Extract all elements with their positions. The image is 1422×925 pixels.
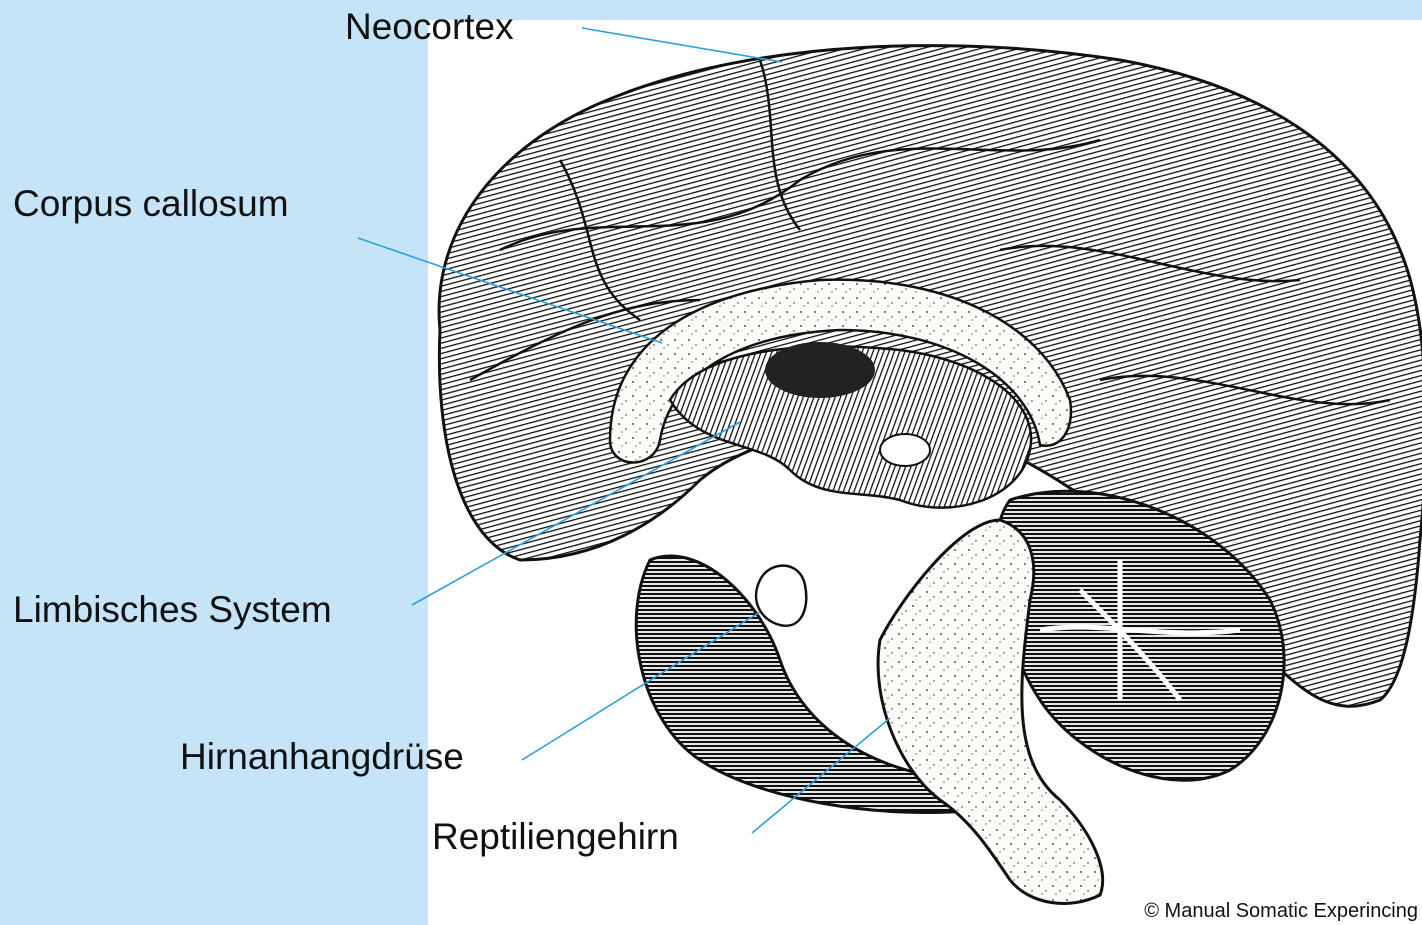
copyright-notice: © Manual Somatic Experincing bbox=[1142, 900, 1420, 923]
pituitary-shape bbox=[756, 566, 806, 626]
thalamus-highlight bbox=[880, 434, 930, 466]
pituitary-label: Hirnanhangdrüse bbox=[180, 738, 464, 775]
neocortex-label: Neocortex bbox=[345, 8, 514, 45]
reptilian-brain-label: Reptiliengehirn bbox=[432, 818, 679, 855]
limbic-system-label: Limbisches System bbox=[13, 591, 332, 628]
corpus-callosum-label: Corpus callosum bbox=[13, 185, 289, 222]
ventricle-shape bbox=[765, 342, 875, 398]
neocortex-leader-line bbox=[582, 28, 782, 62]
